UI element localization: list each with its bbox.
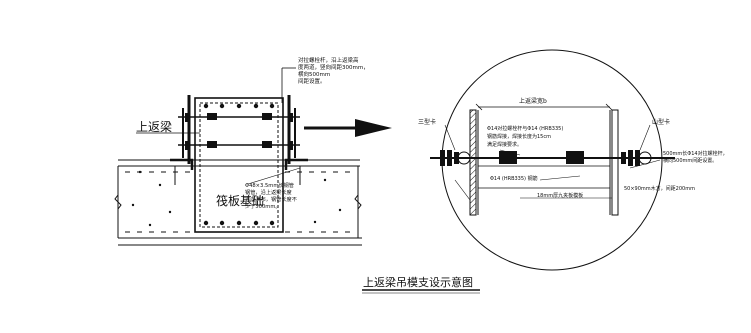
- arrow-icon: [304, 119, 392, 137]
- svg-text:间距设置。: 间距设置。: [298, 77, 326, 85]
- left-steel-pipe-note: Φ48×3.5mm长钢管 钢管，沿上返梁长度 方向满布，钢管长度不 少于500m…: [245, 181, 297, 210]
- svg-text:钢筋焊接，焊接长度为15cm: 钢筋焊接，焊接长度为15cm: [487, 133, 551, 140]
- panel-label: 18mm厚九夹板模板: [537, 192, 583, 199]
- svg-text:满足焊接要求。: 满足焊接要求。: [487, 141, 522, 148]
- nut-right-label: 山型卡: [652, 118, 670, 126]
- svg-text:少于500mm。: 少于500mm。: [245, 203, 281, 210]
- beam-label: 上返梁: [136, 119, 172, 134]
- svg-text:钢管，沿上返梁长度: 钢管，沿上返梁长度: [245, 188, 292, 196]
- svg-text:500mm长Φ14对拉螺栓杆，: 500mm长Φ14对拉螺栓杆，: [663, 150, 728, 157]
- detail-fills: [440, 110, 652, 215]
- left-bolt-note: 对拉螺栓杆，沿上返梁高 度两道，竖向间距300mm， 横向500mm 间距设置。: [298, 56, 369, 85]
- rebar-label: Φ14 (HRB335) 钢筋: [490, 175, 538, 182]
- svg-text:横向500mm: 横向500mm: [298, 70, 330, 78]
- detail-bolt-note: Φ14对拉螺栓杆与Φ14 (HRB335) 钢筋焊接，焊接长度为15cm 满足焊…: [487, 125, 563, 148]
- left-section-view: [114, 95, 362, 246]
- svg-text:Φ14对拉螺栓杆与Φ14 (HRB335): Φ14对拉螺栓杆与Φ14 (HRB335): [487, 125, 563, 132]
- wood-label: 50×90mm木方，间距200mm: [624, 185, 695, 192]
- svg-text:度两道，竖向间距300mm，: 度两道，竖向间距300mm，: [298, 63, 369, 71]
- beam-stirrup: [199, 102, 279, 228]
- raft-label: 筏板基础: [216, 194, 264, 208]
- svg-text:横向500mm间距设置。: 横向500mm间距设置。: [663, 157, 717, 164]
- svg-text:方向满布，钢管长度不: 方向满布，钢管长度不: [245, 195, 297, 203]
- detail-spacing-note: 500mm长Φ14对拉螺栓杆， 横向500mm间距设置。: [663, 150, 728, 164]
- beam-body: [194, 97, 284, 233]
- svg-text:Φ48×3.5mm长钢管: Φ48×3.5mm长钢管: [245, 181, 294, 189]
- diagram-title: 上返梁吊模支设示意图: [363, 275, 473, 289]
- nut-left-label: 三型卡: [418, 118, 436, 126]
- svg-text:对拉螺栓杆，沿上返梁高: 对拉螺栓杆，沿上返梁高: [298, 56, 359, 64]
- left-section-fills: [131, 103, 342, 227]
- detail-top-dim: 上返梁宽b: [519, 97, 547, 105]
